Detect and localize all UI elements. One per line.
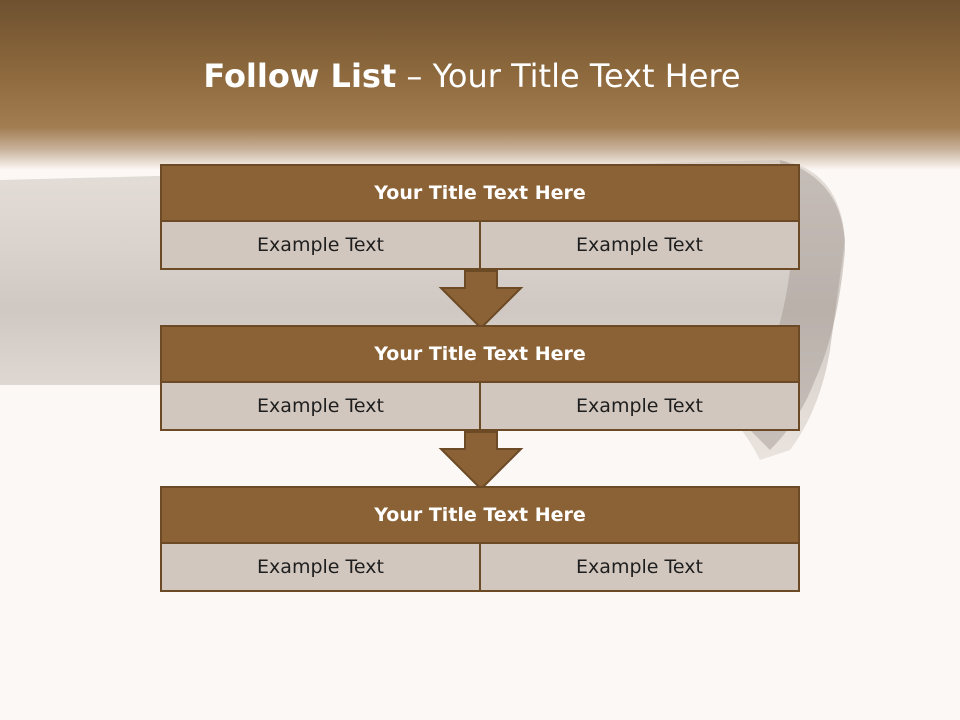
step-row: Example Text Example Text: [160, 220, 800, 270]
step-block-2: Your Title Text Here Example Text Exampl…: [160, 325, 800, 431]
down-arrow-icon: [438, 270, 524, 330]
step-title: Your Title Text Here: [160, 164, 800, 220]
step-block-3: Your Title Text Here Example Text Exampl…: [160, 486, 800, 592]
step-cell-right: Example Text: [479, 383, 798, 429]
title-bold: Follow List: [203, 57, 397, 95]
title-rest: – Your Title Text Here: [406, 57, 741, 95]
header-band: [0, 0, 960, 170]
step-title: Your Title Text Here: [160, 486, 800, 542]
step-row: Example Text Example Text: [160, 542, 800, 592]
step-row: Example Text Example Text: [160, 381, 800, 431]
step-cell-left: Example Text: [257, 234, 384, 256]
step-title: Your Title Text Here: [160, 325, 800, 381]
step-cell-right: Example Text: [479, 544, 798, 590]
step-cell-left: Example Text: [257, 556, 384, 578]
step-cell-left: Example Text: [257, 395, 384, 417]
step-cell-right: Example Text: [479, 222, 798, 268]
step-block-1: Your Title Text Here Example Text Exampl…: [160, 164, 800, 270]
down-arrow-icon: [438, 431, 524, 491]
slide-title: Follow List – Your Title Text Here: [0, 52, 944, 100]
